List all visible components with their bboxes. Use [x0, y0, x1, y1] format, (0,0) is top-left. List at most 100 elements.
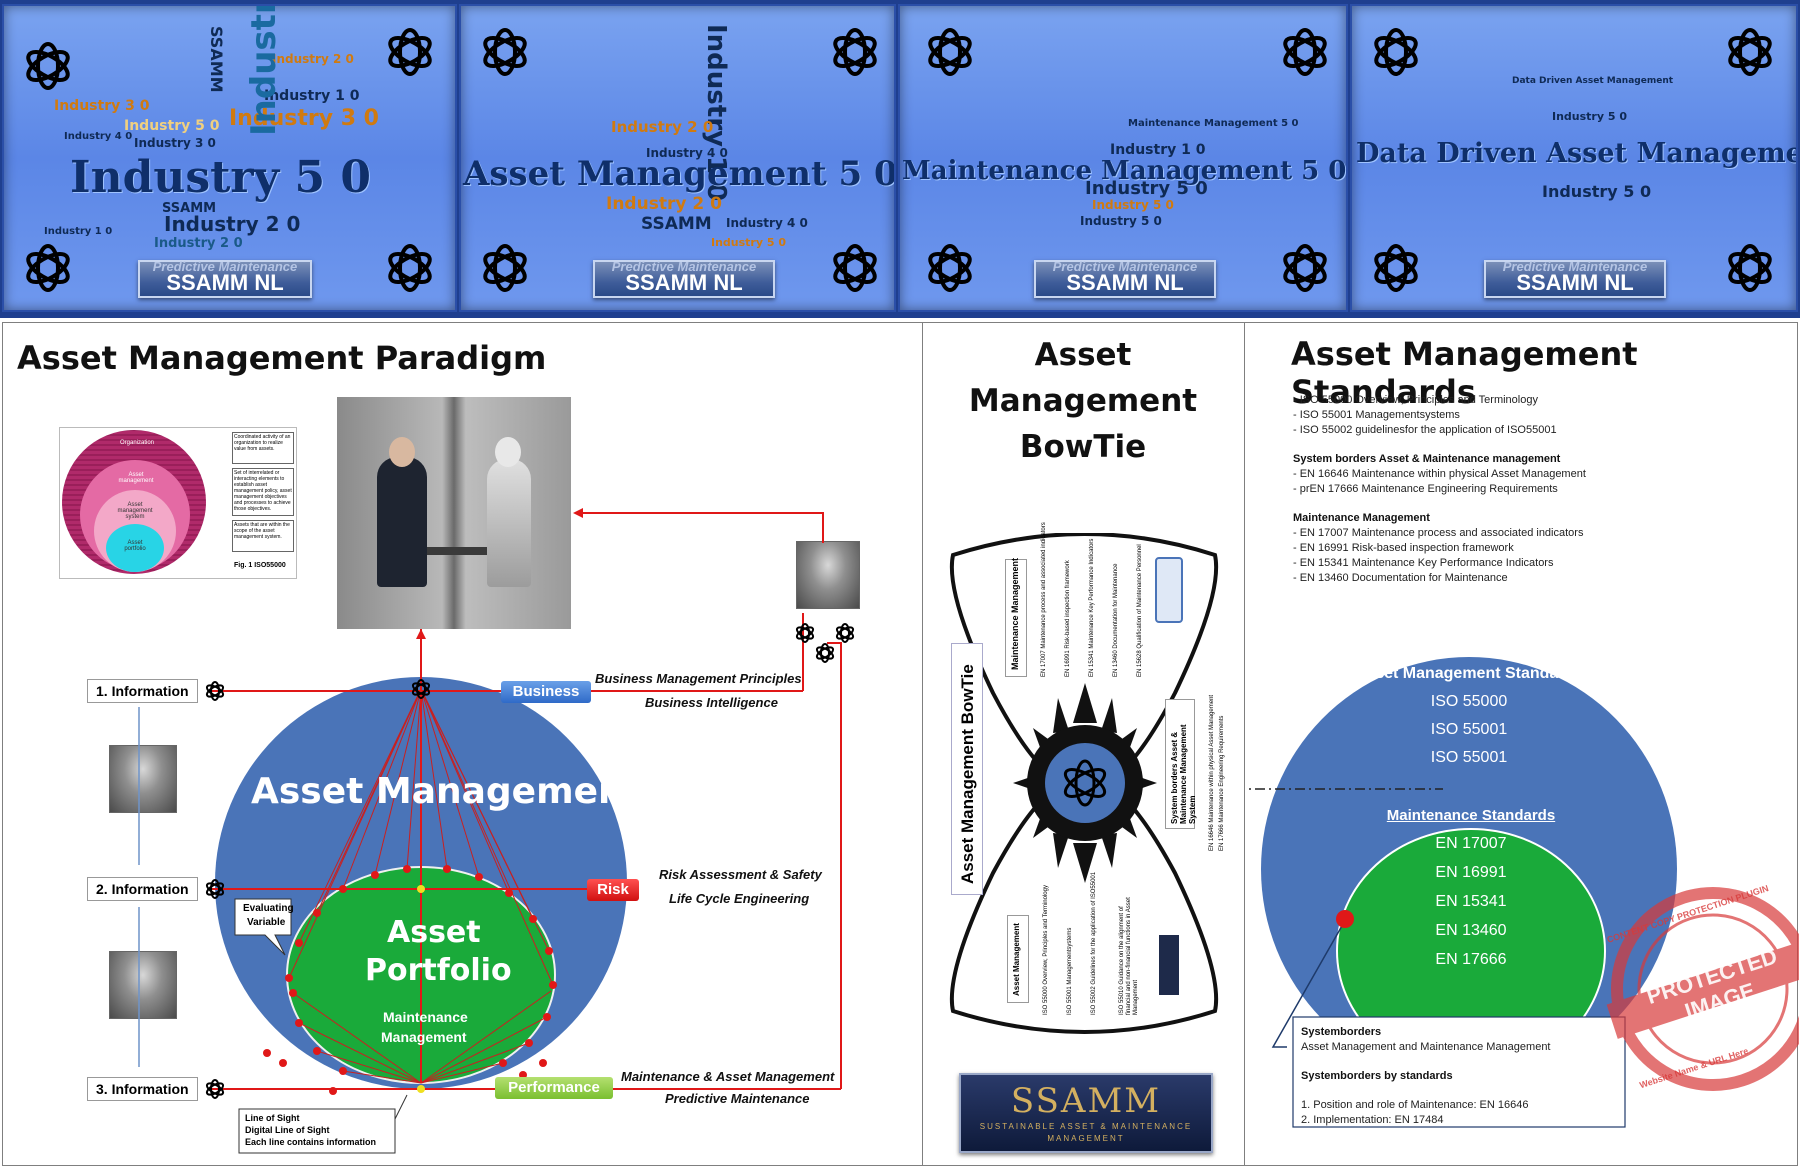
button-subtitle: Predictive Maintenance: [1502, 259, 1648, 274]
iso-item: ISO 55000: [1430, 693, 1508, 710]
word: Data Driven Asset Management: [1512, 76, 1674, 86]
evaluating-label-1: Evaluating: [243, 903, 294, 914]
banner-tile-am50[interactable]: Industry 1 0 Industry 2 0 Industry 4 0 I…: [459, 4, 896, 312]
mm-box: Maintenance Management: [1005, 557, 1027, 677]
portfolio-label-2: Portfolio: [365, 953, 512, 988]
std-item: - ISO 55002 guidelinesfor the applicatio…: [1293, 424, 1557, 436]
word: Industry 2 0: [272, 52, 354, 66]
perf-line-2: Predictive Maintenance: [665, 1091, 810, 1106]
button-subtitle: Predictive Maintenance: [611, 259, 757, 274]
los-line-1: Line of Sight: [245, 1113, 300, 1123]
word: Industry 2 0: [164, 212, 301, 236]
word: Industry 5 0: [1542, 182, 1652, 201]
knot-icon: [205, 681, 225, 701]
ssamm-logo-text: SSAMM: [1010, 1081, 1162, 1121]
info-2: 2. Information: [87, 877, 198, 901]
top-standard-line: EN 15341 Maintenance Key Performance Ind…: [1089, 538, 1095, 677]
risk-line-2: Life Cycle Engineering: [669, 891, 810, 906]
mm-box-label: Maintenance Management: [1010, 557, 1020, 670]
paradigm-title: Asset Management Paradigm: [17, 339, 547, 377]
system-borders-box: System borders Asset & Maintenance Manag…: [1165, 699, 1197, 829]
en-item: EN 17666: [1435, 951, 1507, 968]
portfolio-circle: [106, 524, 164, 572]
human-robot-photo: [337, 397, 571, 629]
word: Industry 5 0: [124, 118, 220, 134]
business-line-1: Business Management Principles: [595, 671, 802, 686]
human-figure: [377, 457, 427, 587]
openai-knot-icon: [1278, 28, 1332, 76]
std-item: - ISO 55000 Overview, Principles and Ter…: [1293, 394, 1538, 406]
banner-tile-dd[interactable]: Industry 5 0 Industry 5 0 Industry 5 0 D…: [1350, 4, 1798, 312]
layer-label: Organization: [120, 440, 155, 446]
std-item: - EN 15341 Maintenance Key Performance I…: [1293, 557, 1554, 569]
openai-knot-icon: [1723, 244, 1777, 292]
tile-main-label: Asset Management 5 0: [463, 154, 896, 194]
am-standards-title: Asset Management Standards: [1354, 665, 1584, 682]
bowtie-panel: Asset Management BowTie Asset Management…: [922, 322, 1246, 1166]
business-button[interactable]: Business: [501, 681, 591, 703]
openai-knot-icon: [478, 28, 532, 76]
layer-label: Asset management system: [117, 502, 153, 520]
en-item: EN 15341: [1435, 893, 1507, 910]
word: Industry 2 0: [611, 118, 714, 136]
top-standard-line: EN 16991 Risk-based inspection framework: [1065, 560, 1071, 677]
word: Industry 5 0: [1552, 110, 1627, 123]
bowtie-title-1: Asset: [1034, 337, 1132, 373]
iso-item: ISO 55001: [1430, 721, 1508, 738]
banner-tile-mm50[interactable]: Industry 1 0 Industry 5 0 Industry 5 0 I…: [898, 4, 1348, 312]
banner: Industry 3 0 Industry 1 0 Industry 2 0 I…: [0, 0, 1800, 318]
layer-label: Asset management: [118, 472, 154, 484]
word: Industry 4 0: [64, 131, 133, 142]
std-item: - EN 16991 Risk-based inspection framewo…: [1293, 542, 1514, 554]
ssamm-nl-button[interactable]: Predictive Maintenance SSAMM NL: [138, 259, 312, 298]
standards-diagram: [1245, 657, 1799, 1128]
word: SSAMM: [162, 201, 217, 216]
top-standard-line: EN 13460 Documentation for Maintenance: [1113, 563, 1119, 677]
note-box: Coordinated activity of an organization …: [232, 432, 294, 464]
ssamm-nl-button[interactable]: Predictive Maintenance SSAMM NL: [593, 259, 775, 298]
ssamm-mini-logo: [1159, 935, 1179, 995]
systemborders-content: Systemborders Asset Management and Maint…: [1301, 1025, 1617, 1128]
openai-knot-icon: [828, 244, 882, 292]
portfolio-dots: [263, 865, 557, 1095]
robot-thumbnail: [109, 951, 177, 1019]
en-item: EN 17007: [1435, 835, 1507, 852]
right-standard-line: EN 16646 Maintenance within physical Ass…: [1209, 694, 1215, 851]
knot-icon: [205, 1079, 225, 1099]
bottom-standard-line: ISO 55010 Guidance on the alignment of f…: [1119, 897, 1139, 1015]
openai-knot-icon: [1723, 28, 1777, 76]
openai-knot-icon: [828, 28, 882, 76]
iso55000-figure: Organization Asset management Asset mana…: [59, 427, 297, 579]
portfolio-label-1: Asset: [387, 915, 481, 950]
bowtie-side-label-box: Asset Management BowTie: [951, 643, 983, 895]
openai-knot-icon: [923, 28, 977, 76]
layer-label: Asset portfolio: [124, 540, 146, 552]
word: Maintenance Management 5 0: [1128, 118, 1299, 129]
std-item: - EN 17007 Maintenance process and assoc…: [1293, 527, 1584, 539]
bottom-standard-line: ISO 55000 Overview, Principles and Termi…: [1043, 885, 1049, 1015]
ssamm-nl-button[interactable]: Predictive Maintenance SSAMM NL: [1034, 259, 1216, 298]
maintenance-standards-title: Maintenance Standards: [1386, 807, 1556, 824]
word: Industry 2 0: [606, 194, 722, 214]
mm-label-1: Maintenance: [383, 1009, 468, 1025]
openai-knot-icon: [478, 244, 532, 292]
info-3: 3. Information: [87, 1077, 198, 1101]
info-1: 1. Information: [87, 679, 198, 703]
robot-thumbnail: [796, 541, 860, 609]
paradigm-diagram: [138, 508, 855, 1154]
asset-management-label: Asset Management: [251, 771, 641, 812]
los-line-2: Digital Line of Sight: [245, 1125, 330, 1135]
systemborders-box: [1292, 1016, 1626, 1128]
word: Industry 1 0: [1110, 142, 1206, 158]
risk-button[interactable]: Risk: [587, 879, 639, 901]
banner-tile-industry50[interactable]: Industry 3 0 Industry 1 0 Industry 2 0 I…: [2, 4, 457, 312]
en-item: EN 16991: [1435, 864, 1507, 881]
performance-button[interactable]: Performance: [495, 1077, 613, 1099]
blue-note-box: [1155, 557, 1183, 623]
word: Industry 4 0: [646, 146, 728, 160]
robot-thumbnail: [109, 745, 177, 813]
business-line-2: Business Intelligence: [645, 695, 778, 710]
ssamm-nl-button[interactable]: Predictive Maintenance SSAMM NL: [1484, 259, 1666, 298]
word: Industry 3 0: [134, 136, 216, 150]
robot-figure: [487, 459, 531, 587]
